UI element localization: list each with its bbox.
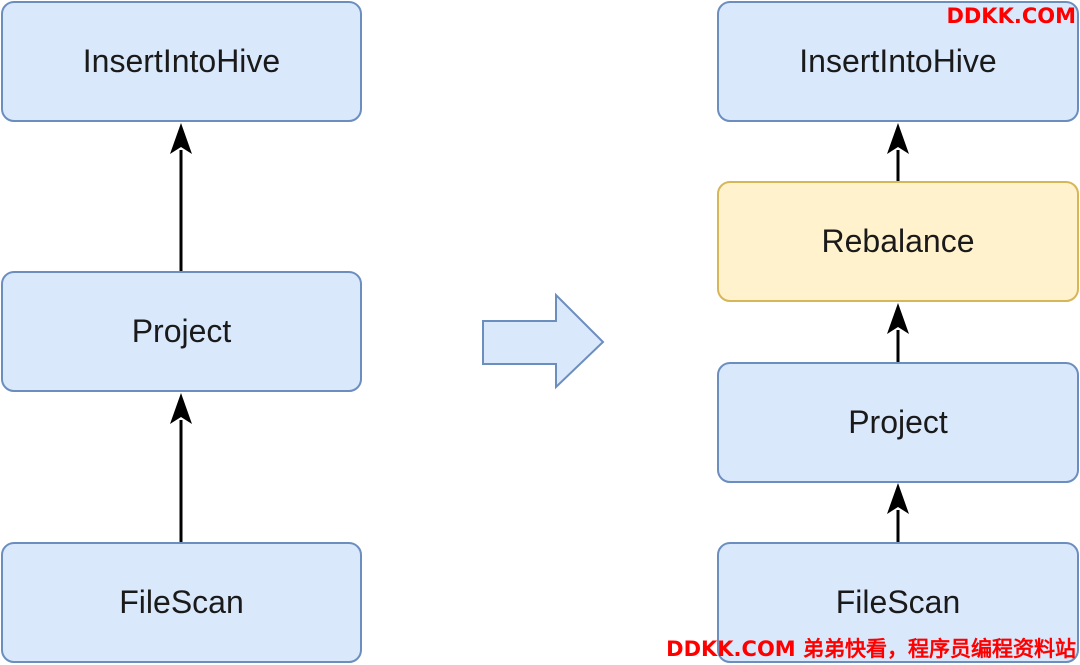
left-node-project: Project <box>1 271 362 392</box>
watermark-bottom: DDKK.COM 弟弟快看，程序员编程资料站 <box>666 637 1076 661</box>
left-node-insertintohive: InsertIntoHive <box>1 1 362 122</box>
right-arrow-rebalance-to-insertintohive <box>887 123 909 181</box>
right-arrow-filescan-to-project <box>887 483 909 543</box>
left-arrow-project-to-insertintohive <box>170 123 192 271</box>
left-arrow-filescan-to-project <box>170 393 192 543</box>
left-node-filescan: FileScan <box>1 542 362 663</box>
right-node-insertintohive: InsertIntoHive <box>717 1 1079 122</box>
right-node-project: Project <box>717 362 1079 483</box>
right-node-filescan: FileScan <box>717 542 1079 663</box>
watermark-top: DDKK.COM <box>946 4 1076 28</box>
right-node-rebalance: Rebalance <box>717 181 1079 302</box>
right-arrow-project-to-rebalance <box>887 303 909 362</box>
transform-arrow-icon <box>482 292 605 390</box>
